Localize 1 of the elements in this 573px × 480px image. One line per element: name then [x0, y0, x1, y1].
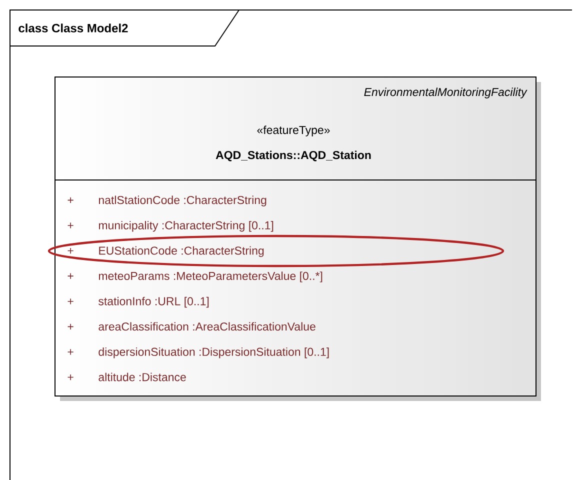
class-box: EnvironmentalMonitoringFacility «featureType» AQD_Stations::AQD_Station + natlStationCode :CharacterString + municipality :CharacterString [0..1] + EUStationCode :CharacterString + meteoParams :MeteoParametersValue [0..*] + stationInfo :URL [0..1] + areaClassification :AreaClassificationValue + dispersionSituation :DispersionSituation [0..1] + altitude :Distance — [54, 76, 541, 401]
